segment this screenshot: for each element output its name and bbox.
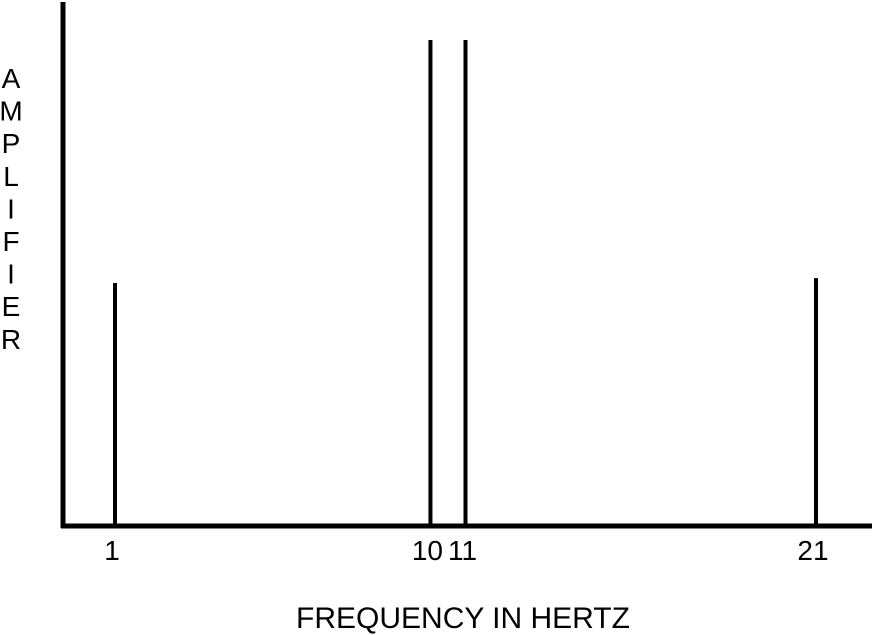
y-label-letter: I bbox=[7, 193, 15, 224]
x-tick-label: 11 bbox=[448, 535, 477, 566]
y-label-letter: M bbox=[0, 96, 23, 127]
x-tick-label: 21 bbox=[797, 535, 828, 566]
x-tick-label: 1 bbox=[104, 535, 120, 566]
y-label-letter: L bbox=[3, 161, 19, 192]
frequency-spikes bbox=[113, 40, 818, 526]
y-label-letter: A bbox=[2, 63, 21, 94]
y-label-letter: I bbox=[7, 259, 15, 290]
y-label-letter: E bbox=[2, 291, 21, 322]
y-label-letter: F bbox=[2, 226, 19, 257]
y-label-letter: R bbox=[1, 324, 21, 355]
y-label-letter: P bbox=[2, 128, 21, 159]
x-tick-label: 10 bbox=[412, 535, 443, 566]
x-axis-label: FREQUENCY IN HERTZ bbox=[296, 602, 630, 635]
